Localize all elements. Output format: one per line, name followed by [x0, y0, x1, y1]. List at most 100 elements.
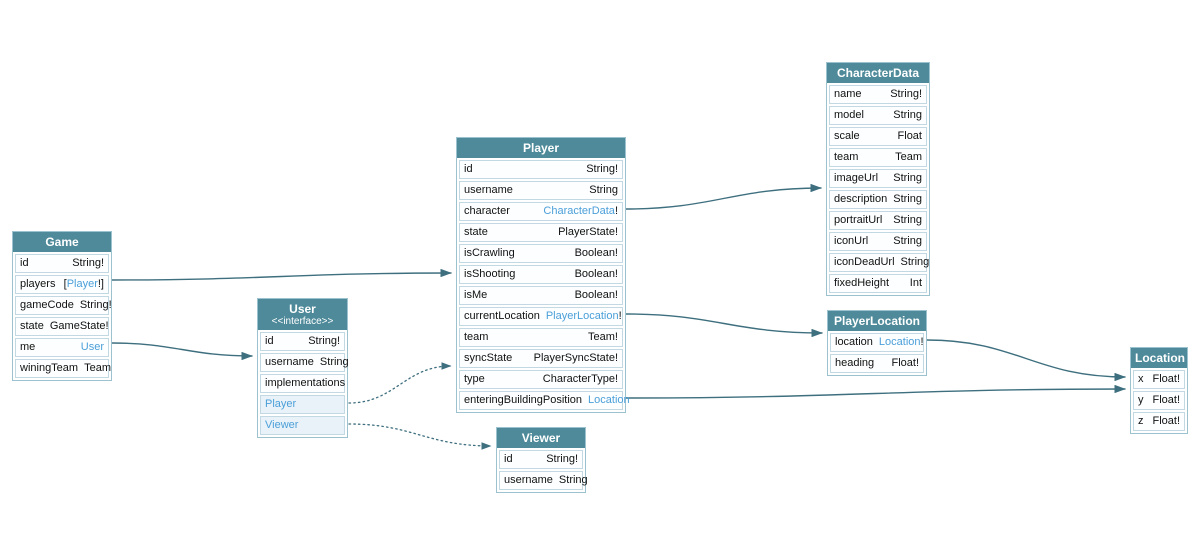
edge-Game.players-to-Player[interactable] — [111, 268, 452, 281]
field-type: PlayerLocation! — [546, 310, 622, 323]
edge-Player.currentLocation-to-PlayerLocation[interactable] — [625, 313, 823, 338]
table-title-viewer[interactable]: Viewer — [497, 428, 585, 448]
field-row-scale[interactable]: scale Float — [829, 127, 927, 146]
type-name: Float — [897, 130, 922, 142]
field-type: String — [893, 214, 922, 227]
table-title-playerlocation[interactable]: PlayerLocation — [828, 311, 926, 331]
table-title-player[interactable]: Player — [457, 138, 625, 158]
field-name: winingTeam — [20, 362, 79, 374]
field-row-y[interactable]: y Float! — [1133, 391, 1185, 410]
field-name: y — [1138, 394, 1144, 406]
field-type: String — [320, 356, 349, 369]
type-name: String — [589, 184, 618, 196]
type-suffix: ! — [920, 336, 924, 348]
impl-link-Player[interactable]: Player — [260, 395, 345, 414]
table-title-game[interactable]: Game — [13, 232, 111, 252]
edge-Player.enteringBuildingPosition-to-Location[interactable] — [625, 384, 1126, 399]
field-type: User — [81, 341, 104, 354]
type-name: Team! — [588, 331, 618, 343]
field-name: username — [504, 474, 553, 486]
field-name: portraitUrl — [834, 214, 883, 226]
type-name: String — [900, 256, 930, 268]
edge-User.Player-to-Player[interactable] — [348, 362, 452, 404]
type-name: String! — [72, 257, 104, 269]
edge-Player.character-to-CharacterData[interactable] — [625, 183, 822, 210]
field-type: String — [559, 474, 588, 487]
field-row-players[interactable]: players[Player!] — [15, 275, 109, 294]
edge-Game.me-to-User[interactable] — [111, 342, 253, 361]
field-row-username[interactable]: username String — [499, 471, 588, 490]
type-link[interactable]: CharacterData — [543, 205, 615, 217]
impl-link-label: Player — [265, 398, 297, 410]
type-name: Float! — [1152, 394, 1180, 406]
type-link[interactable]: Location — [878, 336, 921, 348]
field-type: String — [893, 235, 922, 248]
table-title-location[interactable]: Location — [1131, 348, 1187, 368]
type-name: Float! — [891, 357, 919, 369]
impl-link-label: Viewer — [265, 419, 299, 431]
interface-subtitle: <<interface>> — [271, 316, 334, 327]
edge-PlayerLocation.location-to-Location[interactable] — [926, 339, 1126, 382]
table-title-user[interactable]: User<<interface>> — [258, 299, 347, 330]
type-name: Team — [895, 151, 922, 163]
field-name: state — [464, 226, 488, 238]
field-name: scale — [834, 130, 860, 142]
table-title-characterdata[interactable]: CharacterData — [827, 63, 929, 83]
type-link[interactable]: Player — [66, 278, 98, 290]
table-title-text: CharacterData — [836, 66, 920, 80]
field-name: fixedHeight — [834, 277, 890, 289]
impl-link-Viewer[interactable]: Viewer — [260, 416, 345, 435]
field-type: Location — [588, 394, 630, 407]
edge-User.Viewer-to-Viewer[interactable] — [348, 423, 492, 450]
field-type: String — [589, 184, 618, 197]
type-link[interactable]: PlayerLocation — [545, 310, 619, 322]
type-name: Float! — [1152, 415, 1180, 427]
type-link[interactable]: Location — [588, 394, 630, 406]
field-row-portraitUrl[interactable]: portraitUrl String — [829, 211, 927, 230]
field-type: Float! — [1152, 394, 1180, 407]
type-name: String — [893, 109, 922, 121]
type-link[interactable]: User — [80, 341, 104, 353]
